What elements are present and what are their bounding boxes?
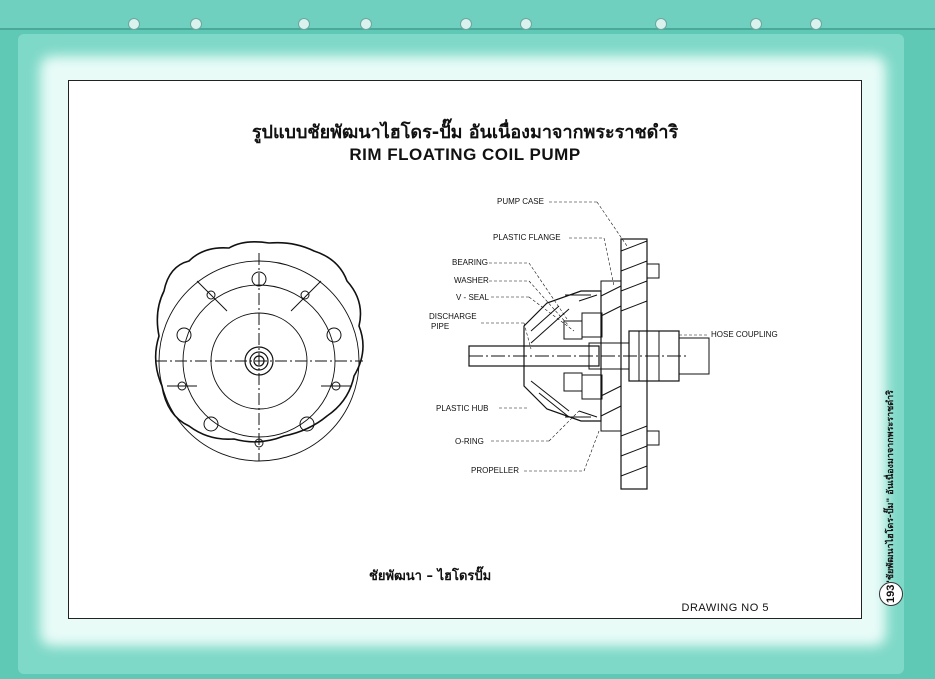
- drawing-caption: ชัยพัฒนา – ไฮโดรปั๊ม: [369, 569, 492, 584]
- binding-ring: [655, 18, 667, 30]
- binding-ring: [460, 18, 472, 30]
- label-bearing: BEARING: [452, 258, 488, 267]
- label-washer: WASHER: [454, 276, 489, 285]
- binding-ring: [128, 18, 140, 30]
- label-propeller: PROPELLER: [471, 466, 519, 475]
- binding-ring: [810, 18, 822, 30]
- front-view-disc: [154, 241, 364, 462]
- drawing-panel: รูปแบบชัยพัฒนาไฮโดร-ปั๊ม อันเนื่องมาจากพ…: [68, 80, 862, 619]
- label-plastic-hub: PLASTIC HUB: [436, 404, 488, 413]
- spine-title: "ชัยพัฒนาไฮโดร-ปั๊ม" อันเนื่องมาจากพระรา…: [886, 390, 896, 585]
- label-discharge: DISCHARGE: [429, 312, 477, 321]
- label-v-seal: V - SEAL: [456, 293, 489, 302]
- cross-section-view: [468, 238, 710, 490]
- page-number: 193: [879, 582, 903, 606]
- binding-ring: [520, 18, 532, 30]
- title-thai: รูปแบบชัยพัฒนาไฮโดร-ปั๊ม อันเนื่องมาจากพ…: [251, 122, 679, 143]
- binding-ring: [360, 18, 372, 30]
- binding-ring: [298, 18, 310, 30]
- binding-ring: [190, 18, 202, 30]
- technical-drawing: PUMP CASE PLASTIC FLANGE BEARING WASHER …: [154, 197, 778, 490]
- label-pump-case: PUMP CASE: [497, 197, 544, 206]
- title-english: RIM FLOATING COIL PUMP: [349, 145, 581, 164]
- label-pipe: PIPE: [431, 322, 449, 331]
- label-plastic-flange: PLASTIC FLANGE: [493, 233, 561, 242]
- label-o-ring: O-RING: [455, 437, 484, 446]
- leader-lines: [481, 201, 709, 472]
- drawing-number: DRAWING NO 5: [681, 602, 769, 614]
- binding-ring: [750, 18, 762, 30]
- label-hose-coupling: HOSE COUPLING: [711, 330, 778, 339]
